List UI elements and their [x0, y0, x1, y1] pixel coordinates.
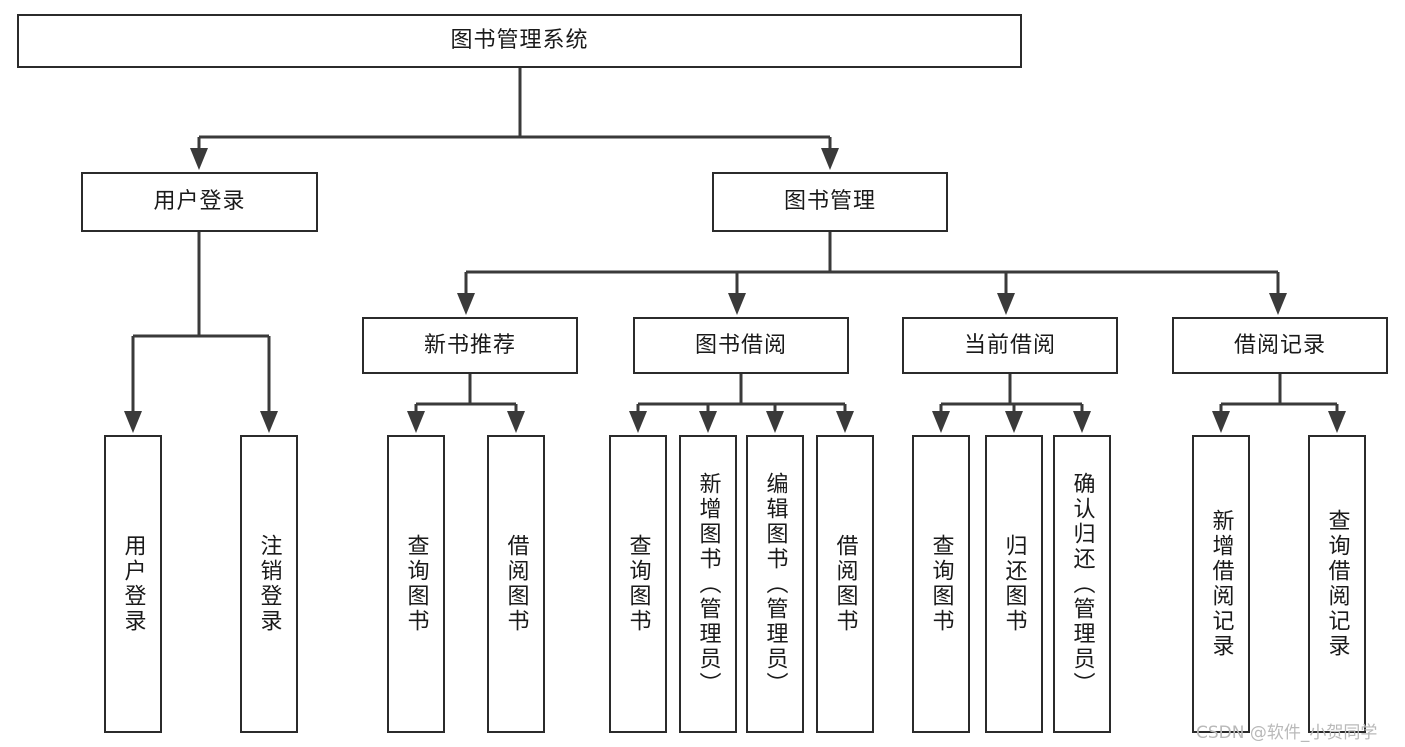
node-label: 查询图书	[403, 534, 429, 634]
leaf-leaf-user-logout[interactable]: 注销登录	[240, 435, 298, 733]
leaf-leaf-return-book[interactable]: 归还图书	[985, 435, 1043, 733]
node-label: 编辑图书（管理员）	[762, 471, 788, 697]
arrowhead-bb-to-leaf-2	[699, 411, 717, 433]
node-label: 新书推荐	[423, 332, 516, 358]
node-label: 查询图书	[928, 534, 954, 634]
node-current-borrow[interactable]: 当前借阅	[902, 317, 1118, 374]
leaf-leaf-query-book-3[interactable]: 查询图书	[912, 435, 970, 733]
arrowhead-cb-to-leaf-1	[932, 411, 950, 433]
node-new-book-rec[interactable]: 新书推荐	[362, 317, 578, 374]
arrowhead-cb-to-leaf-3	[1073, 411, 1091, 433]
arrowhead-nbr-to-leaf-2	[507, 411, 525, 433]
node-label: 注销登录	[256, 534, 282, 634]
arrowhead-root-to-book-manage	[821, 148, 839, 170]
node-label: 用户登录	[120, 534, 146, 634]
node-book-manage[interactable]: 图书管理	[712, 172, 948, 232]
node-label: 图书管理	[783, 189, 876, 215]
arrowhead-nbr-to-leaf-1	[407, 411, 425, 433]
arrowhead-cb-to-leaf-2	[1005, 411, 1023, 433]
node-root[interactable]: 图书管理系统	[17, 14, 1022, 68]
arrowhead-ul-to-leaf-2	[260, 411, 278, 433]
arrowhead-bb-to-leaf-1	[629, 411, 647, 433]
arrowhead-bb-to-leaf-4	[836, 411, 854, 433]
node-book-borrow[interactable]: 图书借阅	[633, 317, 849, 374]
node-label: 用户登录	[153, 189, 246, 215]
node-label: 图书管理系统	[450, 28, 589, 54]
leaf-leaf-borrow-book-2[interactable]: 借阅图书	[816, 435, 874, 733]
arrowhead-bm-to-borrow-record	[1269, 293, 1287, 315]
node-label: 当前借阅	[963, 332, 1056, 358]
leaf-leaf-query-record[interactable]: 查询借阅记录	[1308, 435, 1366, 733]
node-label: 新增借阅记录	[1208, 509, 1234, 659]
leaf-leaf-query-book-2[interactable]: 查询图书	[609, 435, 667, 733]
arrowhead-bm-to-book-borrow	[728, 293, 746, 315]
leaf-leaf-borrow-book-1[interactable]: 借阅图书	[487, 435, 545, 733]
leaf-leaf-add-book[interactable]: 新增图书（管理员）	[679, 435, 737, 733]
node-label: 新增图书（管理员）	[695, 471, 721, 697]
node-label: 借阅图书	[832, 534, 858, 634]
arrowhead-root-to-user-login	[190, 148, 208, 170]
leaf-leaf-edit-book[interactable]: 编辑图书（管理员）	[746, 435, 804, 733]
leaf-leaf-query-book-1[interactable]: 查询图书	[387, 435, 445, 733]
node-label: 查询图书	[625, 534, 651, 634]
arrowhead-bb-to-leaf-3	[766, 411, 784, 433]
arrowhead-ul-to-leaf-1	[124, 411, 142, 433]
arrowhead-br-to-leaf-2	[1328, 411, 1346, 433]
node-label: 查询借阅记录	[1324, 509, 1350, 659]
node-borrow-record[interactable]: 借阅记录	[1172, 317, 1388, 374]
node-label: 图书借阅	[694, 332, 787, 358]
leaf-leaf-confirm-return[interactable]: 确认归还（管理员）	[1053, 435, 1111, 733]
node-user-login[interactable]: 用户登录	[81, 172, 318, 232]
node-label: 借阅记录	[1233, 332, 1326, 358]
leaf-leaf-user-login[interactable]: 用户登录	[104, 435, 162, 733]
arrowhead-bm-to-current-borrow	[997, 293, 1015, 315]
node-label: 借阅图书	[503, 534, 529, 634]
arrowhead-br-to-leaf-1	[1212, 411, 1230, 433]
node-label: 归还图书	[1001, 534, 1027, 634]
leaf-leaf-add-record[interactable]: 新增借阅记录	[1192, 435, 1250, 733]
node-label: 确认归还（管理员）	[1069, 471, 1095, 697]
arrowhead-bm-to-new-book-rec	[457, 293, 475, 315]
